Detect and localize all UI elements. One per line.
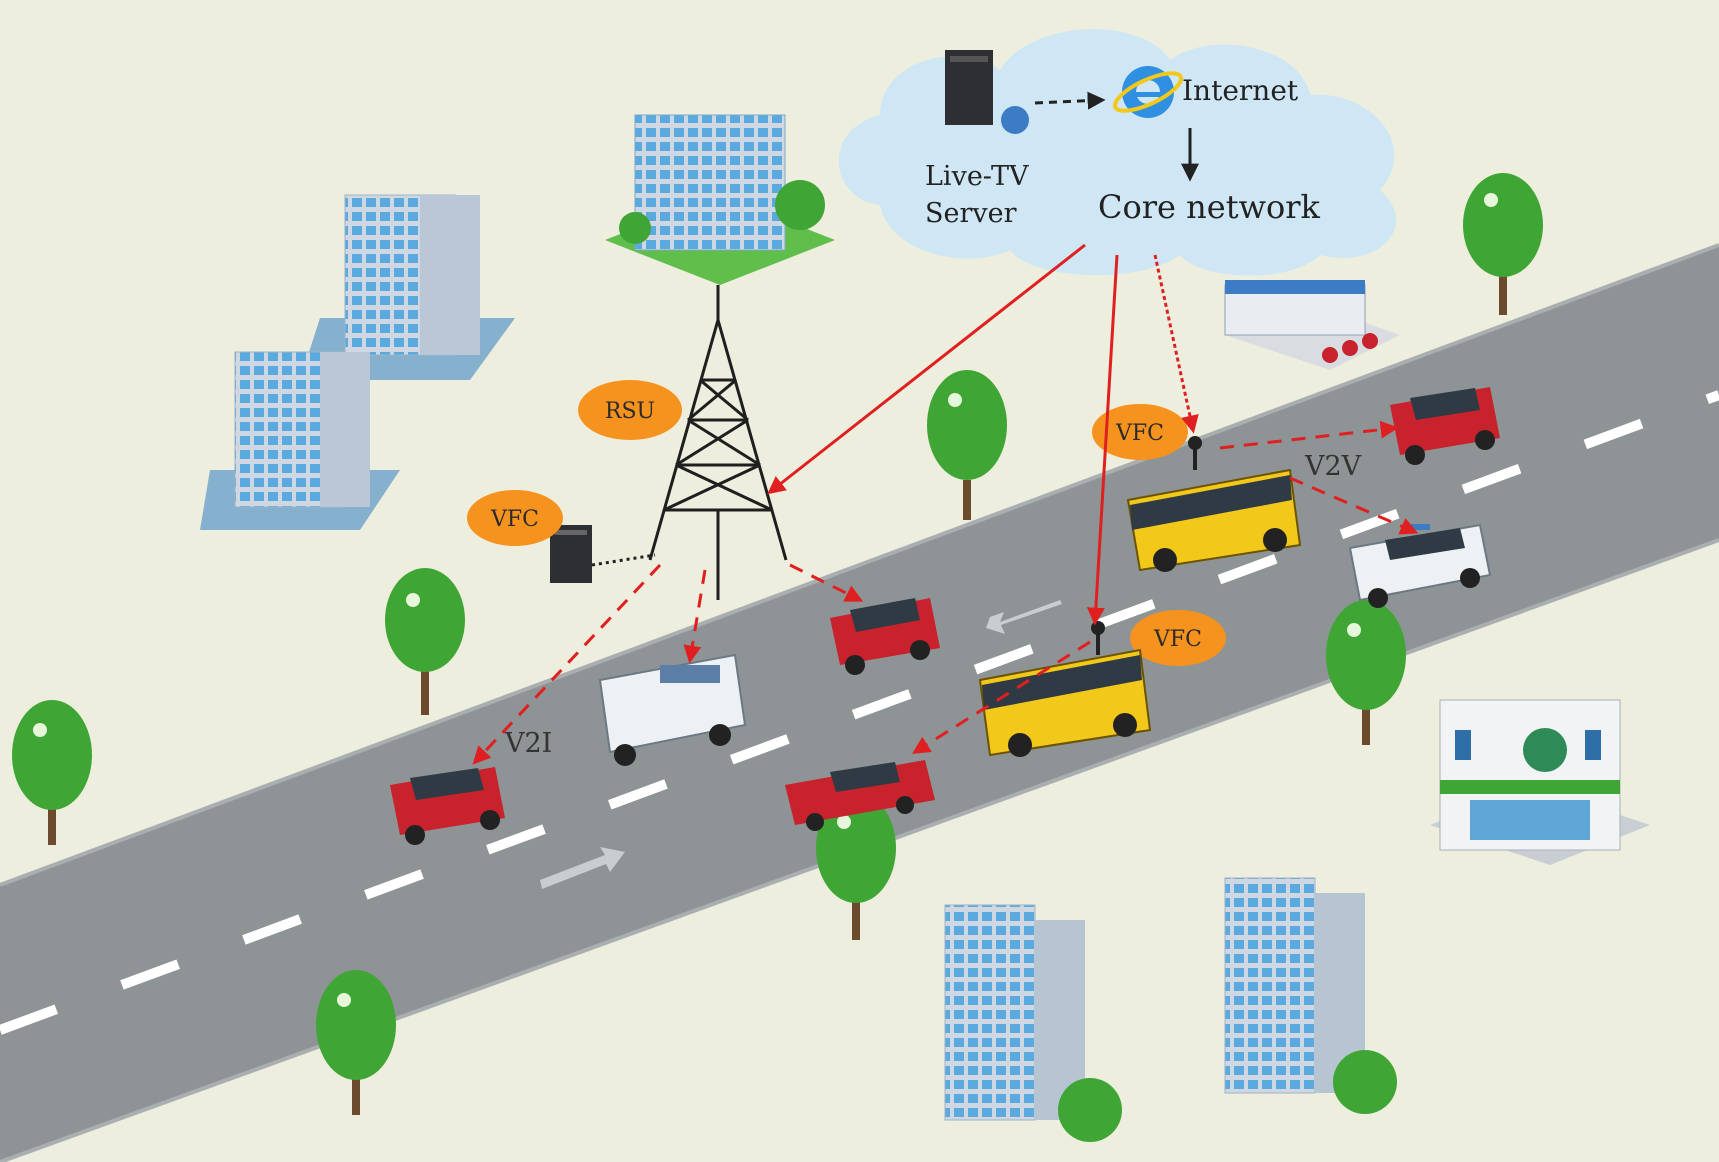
bus-upper <box>1126 436 1302 572</box>
internet-explorer-icon <box>1112 66 1184 118</box>
v2i-label: V2I <box>504 728 552 759</box>
v2v-link <box>1219 420 1399 450</box>
direction-arrow-left <box>986 600 1062 634</box>
tree <box>12 700 92 845</box>
vfc-badge-rsu-label: VFC <box>490 507 539 532</box>
direction-arrow-right <box>540 847 625 889</box>
live-tv-server-label-line1: Live-TV <box>925 161 1029 192</box>
car-red <box>830 598 940 675</box>
server-to-internet-arrow <box>1034 91 1106 110</box>
live-tv-server <box>945 50 1029 134</box>
v2v-label: V2V <box>1304 451 1362 482</box>
v2v-link <box>911 640 1091 754</box>
rsu-badge: RSU <box>578 380 682 440</box>
car-red <box>390 767 505 845</box>
car-red-sedan <box>785 760 935 831</box>
tree <box>1463 173 1543 315</box>
vfc-badge-bus-lower-label: VFC <box>1153 627 1202 652</box>
core-network-label: Core network <box>1098 188 1321 226</box>
rsu-badge-label: RSU <box>605 399 655 424</box>
core-to-bus-lower-link <box>1086 254 1119 626</box>
bank-building <box>1430 699 1650 865</box>
vfc-badge-rsu: VFC <box>467 490 563 546</box>
tree <box>1326 600 1406 745</box>
tree <box>927 370 1007 520</box>
car-red <box>1390 387 1500 465</box>
core-to-rsu-link <box>767 243 1086 495</box>
police-car <box>1348 523 1492 608</box>
vfc-badge-bus-lower: VFC <box>1130 610 1226 666</box>
tree <box>816 793 896 940</box>
gas-station <box>1224 280 1400 370</box>
lane-marking <box>0 390 1719 1035</box>
vfc-badge-bus-upper-label: VFC <box>1115 421 1164 446</box>
tree <box>385 568 465 715</box>
fog-server-box <box>550 525 656 583</box>
live-tv-server-label-line2: Server <box>925 198 1017 229</box>
rsu-to-rv-link <box>683 569 707 664</box>
glass-office-building <box>605 114 835 285</box>
vfc-badge-bus-upper: VFC <box>1092 404 1188 460</box>
rsu-to-car-link <box>789 563 864 602</box>
core-to-bus-upper-link <box>1153 254 1199 434</box>
bus-lower <box>978 621 1152 757</box>
internet-cloud <box>838 29 1397 276</box>
tower-building-bottom-left <box>944 904 1122 1142</box>
internet-label: Internet <box>1182 74 1299 107</box>
antenna-icon <box>1188 436 1202 470</box>
office-building-left <box>200 351 400 530</box>
rsu-to-car-link <box>472 563 662 765</box>
communication-links <box>472 243 1419 765</box>
tree <box>316 970 396 1115</box>
rsu-tower <box>648 285 788 600</box>
tower-building-bottom-right <box>1224 877 1397 1114</box>
trees <box>12 173 1543 1115</box>
